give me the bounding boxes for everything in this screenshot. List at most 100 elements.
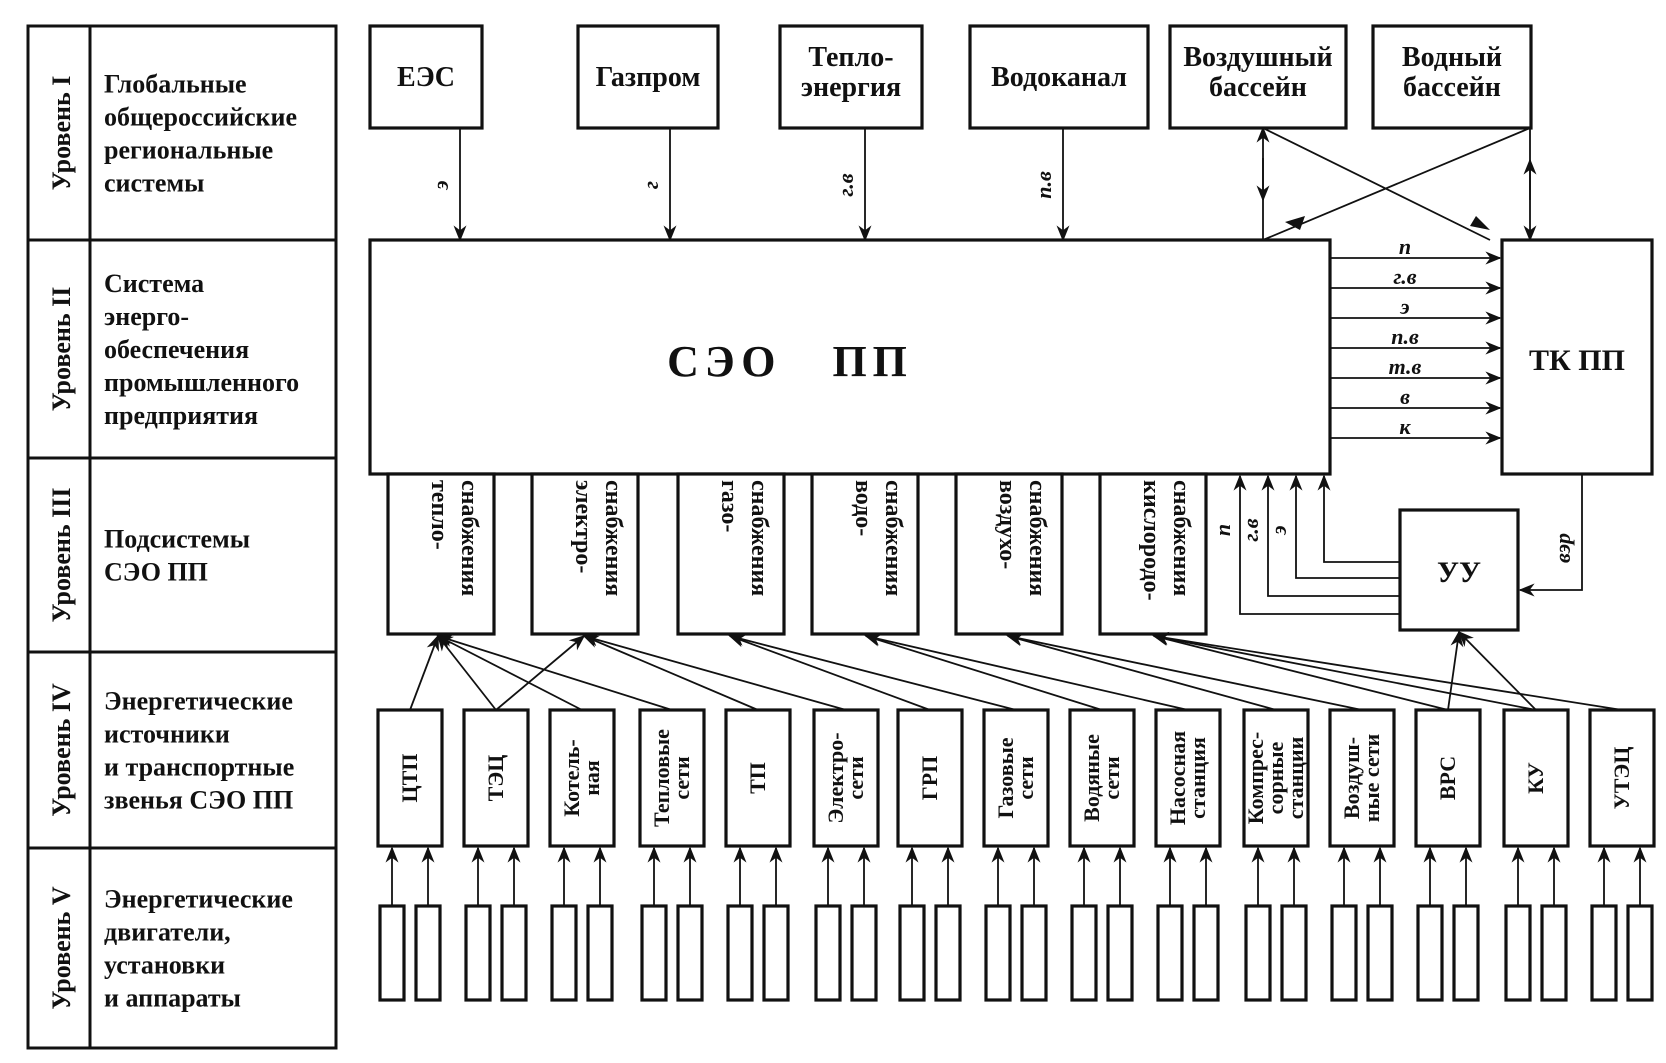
top-system-label: бассейн (1209, 72, 1307, 103)
level-row: Уровень IIСистемаэнерго-обеспеченияпромы… (47, 269, 299, 430)
source-unit: ГРП (896, 708, 964, 1002)
level-description-line: Энергетические (104, 885, 293, 914)
subsystem-label: тепло- (426, 480, 452, 550)
device-box (500, 904, 528, 1002)
uu-feedback-arrow (1233, 474, 1400, 615)
source-label: сети (843, 756, 868, 800)
level-description-line: промышленного (104, 368, 299, 397)
source-label: Электро- (823, 732, 848, 823)
level-description-line: общероссийские (104, 103, 297, 132)
top-system-label: Газпром (596, 62, 701, 93)
source-box (376, 708, 444, 848)
source-link-arrow (437, 634, 497, 711)
device-box (1244, 904, 1272, 1002)
source-link-arrow (582, 633, 847, 711)
source-label: ВРС (1435, 756, 1460, 800)
device-box (898, 904, 926, 1002)
level-description-line: и транспортные (104, 753, 294, 782)
source-box (724, 708, 792, 848)
uu-feedback-arrow (1317, 474, 1400, 563)
source-unit: ЦТП (376, 708, 444, 1002)
device-box (640, 904, 668, 1002)
source-box (1328, 708, 1396, 848)
source-label: сети (669, 756, 694, 800)
device-box (414, 904, 442, 1002)
device-box (586, 904, 614, 1002)
output-flow-label: к (1399, 414, 1411, 439)
device-box (1280, 904, 1308, 1002)
source-box (982, 708, 1050, 848)
subsystem-box (530, 472, 640, 636)
output-flows-layer: пг.вэп.вт.ввк (1330, 234, 1502, 445)
subsystem-label: снабжения (746, 480, 772, 596)
uu-label: УУ (1437, 556, 1481, 589)
source-box (548, 708, 616, 848)
subsystem: водо-снабжения (810, 472, 920, 636)
subsystem: тепло-снабжения (386, 472, 496, 636)
source-unit: Воздуш-ные сети (1328, 708, 1396, 1002)
source-link-arrow (1152, 632, 1537, 711)
source-link-arrow (495, 634, 586, 711)
subsystem-label: снабжения (880, 480, 906, 596)
subsystem: электро-снабжения (530, 472, 640, 636)
level-description-line: Система (104, 269, 204, 298)
device-box (1192, 904, 1220, 1002)
level-description-line: звенья СЭО ПП (104, 786, 293, 815)
source-label: станции (1283, 736, 1308, 819)
source-unit: ТЭЦ (462, 708, 530, 1002)
level-description-line: СЭО ПП (104, 558, 208, 587)
top-system-box (1168, 24, 1348, 130)
source-link-arrow (864, 634, 1103, 711)
subsystem-box (954, 472, 1064, 636)
level-description-line: установки (104, 951, 225, 980)
subsystem-label: снабжения (456, 480, 482, 596)
flow-label: г.в (833, 173, 858, 196)
pool-cross-links (1256, 126, 1537, 242)
subsystem-label: снабжения (1168, 480, 1194, 596)
flow-label: г (638, 181, 663, 189)
source-box (1414, 708, 1482, 848)
output-flow-label: п (1399, 234, 1411, 259)
top-system-label: энергия (801, 72, 901, 103)
uu-input-label: вэр (1550, 533, 1575, 563)
source-label: Котель- (559, 739, 584, 816)
top-system-label: Водный (1402, 42, 1502, 73)
source-label: Насосная (1165, 731, 1190, 825)
subsystem-label: снабжения (1024, 480, 1050, 596)
subsystem-box (1098, 472, 1208, 636)
source-box (1068, 708, 1136, 848)
device-box (934, 904, 962, 1002)
top-system-box (778, 24, 924, 130)
source-link-arrow (728, 634, 931, 711)
level-table (26, 24, 338, 1050)
top-system: Газпром г (576, 24, 720, 242)
uu-input-arrow (1518, 474, 1583, 597)
device-box (1366, 904, 1394, 1002)
source-label: ЦТП (397, 754, 422, 803)
device-box (1330, 904, 1358, 1002)
source-label: ные сети (1359, 733, 1384, 822)
top-system-label: Тепло- (808, 42, 893, 73)
source-link-arrow (409, 634, 439, 711)
device-box (1070, 904, 1098, 1002)
level-label: Уровень I (47, 76, 76, 191)
subsystem-label: кислородо- (1138, 480, 1164, 601)
top-system-label: ЕЭС (397, 62, 455, 93)
source-box (1588, 708, 1656, 848)
source-link-arrow (436, 634, 673, 711)
source-link-arrow (582, 635, 759, 711)
flow-label: п.в (1031, 171, 1056, 199)
seo-pp-block (368, 238, 1332, 476)
seo-pp-label: СЭО ПП (667, 337, 913, 386)
level-label: Уровень III (47, 488, 76, 623)
